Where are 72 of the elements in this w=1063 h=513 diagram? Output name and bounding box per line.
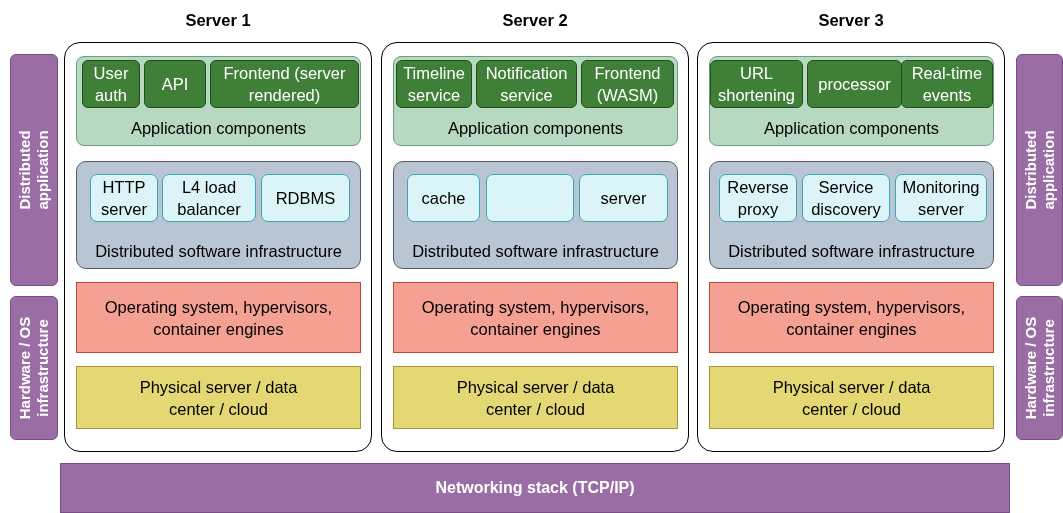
component-box [396,60,472,108]
layer-label: Application components [129,118,308,139]
layer-label: Distributed software infrastructure [727,241,976,262]
layer-band [76,56,361,146]
server-title: Server 2 [501,10,569,31]
server-title: Server 1 [184,10,252,31]
component-box [476,60,577,108]
server-title: Server 3 [817,10,885,31]
layer-band [393,56,678,146]
node-label: Physical server / data center / cloud [771,376,932,420]
node-label: Operating system, hypervisors, container engines [103,296,334,340]
layer-band [709,56,994,146]
layer-box [393,366,678,429]
component-box [486,174,574,222]
node-label: Hardware / OS infrastructure [1021,315,1058,422]
node-label: Distributed application [1021,129,1058,212]
layer-label: Application components [762,118,941,139]
layer-box [76,366,361,429]
layer-band [76,161,361,269]
node-label: Reverse proxy [726,177,790,220]
layer-box [393,282,678,353]
node-label: Timeline service [402,63,466,106]
side-bar [1016,296,1063,440]
layer-band [393,161,678,269]
component-box [82,60,140,108]
node-label: Notification service [484,63,569,106]
component-box [162,174,256,222]
layer-box [76,282,361,353]
component-box [901,60,993,108]
component-box [581,60,674,108]
node-label: URL shortening [716,63,797,106]
layer-label: Distributed software infrastructure [94,241,343,262]
node-label: Frontend (WASM) [593,63,662,106]
node-label: Monitoring server [901,177,981,220]
node-label: User auth [92,63,130,106]
layer-band [709,161,994,269]
component-box [802,174,890,222]
layer-label: Application components [446,118,625,139]
node-label: Hardware / OS infrastructure [16,315,52,422]
node-label: Networking stack (TCP/IP) [435,478,635,498]
node-label: HTTP server [100,177,148,220]
node-label: cache [421,188,466,209]
layer-box [709,366,994,429]
component-box [807,60,902,108]
node-label: Physical server / data center / cloud [138,376,299,420]
component-box [144,60,206,108]
node-label: RDBMS [275,188,336,209]
node-label: processor [818,74,891,95]
node-label: Frontend (server rendered) [222,63,347,106]
node-label: Service discovery [810,177,882,220]
layer-box [709,282,994,353]
component-box [719,174,797,222]
component-box [407,174,480,222]
node-label: Distributed application [16,129,52,212]
component-box [90,174,158,222]
component-box [710,60,803,108]
node-label: Operating system, hypervisors, container engines [420,296,651,340]
side-bar [10,296,58,440]
node-label: server [600,188,647,209]
node-label: Operating system, hypervisors, container engines [736,296,967,340]
component-box [210,60,359,108]
side-bar [1016,54,1063,286]
network-bar [60,463,1010,513]
node-label: L4 load balancer [176,177,242,220]
side-bar [10,54,58,286]
layer-label: Distributed software infrastructure [411,241,660,262]
node-label: API [161,74,189,95]
component-box [579,174,668,222]
component-box [895,174,987,222]
node-label: Physical server / data center / cloud [455,376,616,420]
node-label: Real-time events [910,63,984,106]
component-box [261,174,350,222]
